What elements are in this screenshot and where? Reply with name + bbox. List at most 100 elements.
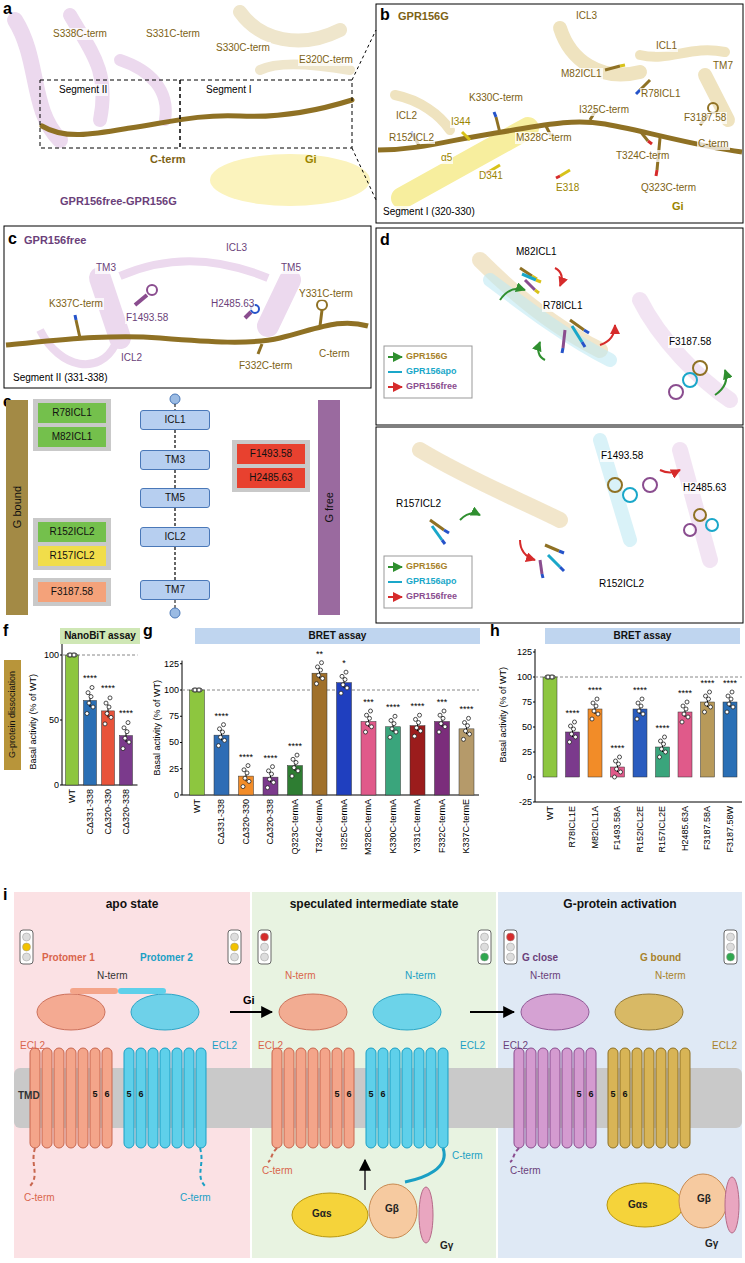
data-dot — [107, 705, 111, 709]
drawing-path — [680, 450, 710, 560]
residue-box: R78ICL1 — [38, 403, 106, 423]
data-dot — [370, 725, 374, 729]
node-text: H2485.63 — [249, 472, 292, 484]
drawing-path — [496, 117, 500, 133]
label: K337C-termE — [461, 799, 471, 854]
c-term-tail — [30, 1148, 35, 1186]
residue-box: ICL2 — [140, 527, 210, 547]
approach-arrow — [364, 1160, 366, 1190]
drawing-line — [388, 371, 402, 373]
data-dot — [573, 720, 577, 724]
helix-cylinder — [426, 1048, 436, 1148]
data-dot — [596, 712, 600, 716]
drawing-path — [320, 310, 322, 326]
data-dot — [317, 673, 321, 677]
drawing-path — [6, 323, 368, 345]
residue-box: BRET assay — [195, 628, 480, 644]
helix-cylinder — [414, 1048, 424, 1148]
data-dot — [272, 780, 276, 784]
label: *** — [363, 697, 374, 707]
drawing-path — [42, 100, 352, 135]
label: ECL2 — [712, 1040, 737, 1052]
label: R152ICL2 — [598, 578, 645, 590]
label: 5 — [126, 1089, 131, 1099]
label: Y331C-term — [298, 288, 354, 300]
label: C-term — [510, 1165, 541, 1177]
drawing-circle — [693, 361, 707, 375]
data-dot — [316, 665, 320, 669]
data-dot — [704, 694, 708, 698]
data-dot — [680, 720, 684, 724]
data-dot — [108, 696, 112, 700]
label: T324C-term — [615, 150, 670, 162]
helix-cylinder — [550, 1048, 560, 1148]
label: 0 — [174, 790, 179, 800]
drawing-path — [605, 66, 620, 70]
data-dot — [340, 674, 344, 678]
label: i — [3, 886, 7, 904]
data-dot — [192, 688, 196, 692]
data-dot — [659, 739, 663, 743]
data-dot — [636, 701, 640, 705]
data-dot — [551, 675, 555, 679]
data-dot — [86, 691, 90, 695]
residue-box: M82ICL1 — [38, 427, 106, 447]
data-dot — [267, 769, 271, 773]
extracellular-domain — [131, 994, 199, 1030]
label: **** — [239, 752, 253, 762]
label: 25 — [522, 747, 532, 757]
label: TM3 — [95, 262, 117, 274]
node-text: TM3 — [165, 454, 185, 466]
drawing-path — [420, 450, 560, 520]
label: GPR156G — [398, 10, 449, 23]
label: ICL2 — [120, 352, 143, 364]
label: **** — [700, 678, 714, 688]
label: **** — [588, 685, 602, 695]
data-dot — [246, 764, 250, 768]
label: G close — [522, 952, 558, 964]
label: **** — [633, 685, 647, 695]
traffic-lamp — [261, 933, 269, 941]
residue-box: ICL1 — [140, 410, 210, 430]
chain-connector — [174, 547, 175, 580]
data-dot — [291, 757, 295, 761]
drawing-circle — [669, 385, 683, 399]
label: CΔ331-338 — [216, 799, 226, 845]
drawing-rect — [384, 346, 472, 398]
data-dot — [682, 712, 686, 716]
label: 50 — [522, 722, 532, 732]
bar — [84, 701, 97, 786]
label: F1493.58A — [612, 806, 622, 850]
residue-box: TM3 — [140, 450, 210, 470]
data-dot — [686, 715, 690, 719]
data-dot — [91, 705, 95, 709]
data-dot — [365, 713, 369, 717]
helix-cylinder — [196, 1048, 206, 1148]
data-dot — [369, 709, 373, 713]
drawing-rect — [180, 80, 352, 148]
drawing-path — [75, 315, 76, 320]
drawing-rect — [40, 80, 180, 148]
drawing-ellipse — [210, 154, 370, 206]
label: *** — [437, 697, 448, 707]
label: TMD — [18, 1090, 40, 1102]
traffic-lamp — [507, 953, 515, 961]
helix-cylinder — [632, 1048, 642, 1148]
drawing-circle — [608, 478, 622, 492]
label: H2485.63A — [680, 806, 690, 851]
label: Segment I (320-330) — [382, 206, 476, 218]
label: C-term — [262, 1165, 293, 1177]
label: Gβ — [385, 1203, 399, 1215]
label: WT — [192, 799, 202, 813]
data-dot — [640, 697, 644, 701]
traffic-lamp — [261, 943, 269, 951]
label: K330C-term — [468, 92, 524, 104]
data-dot — [123, 736, 127, 740]
data-dot — [685, 700, 689, 704]
tick-mark — [533, 777, 535, 778]
label: ECL2 — [460, 1040, 485, 1052]
data-dot — [193, 688, 197, 692]
data-dot — [268, 777, 272, 781]
bar — [337, 683, 352, 795]
y-axis — [182, 661, 183, 795]
